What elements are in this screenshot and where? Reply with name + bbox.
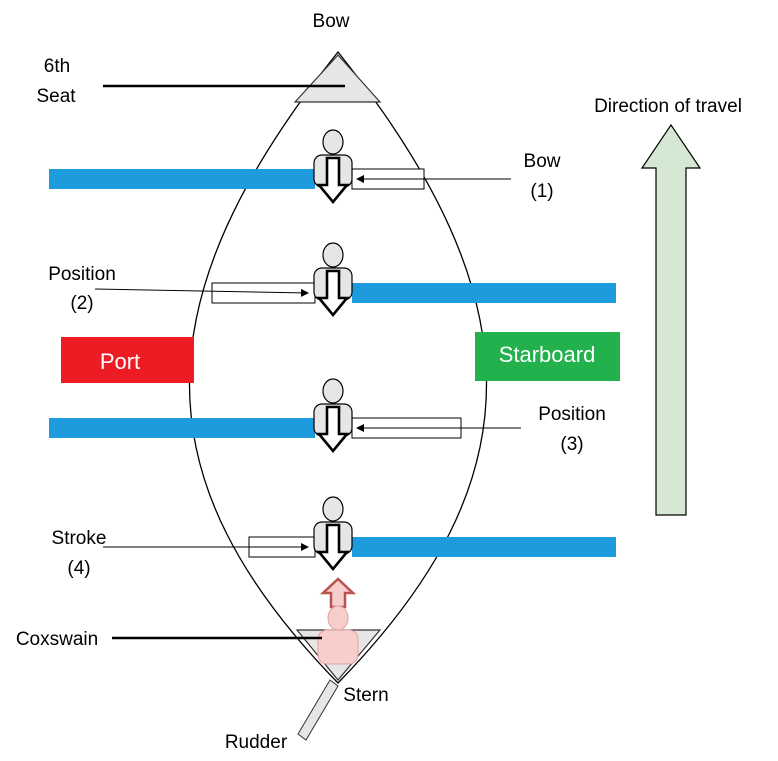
position-3-label-line1: Position bbox=[538, 404, 606, 425]
boat-hull bbox=[188, 50, 488, 684]
oar-bow bbox=[49, 169, 315, 189]
bow-1-label-line2: (1) bbox=[530, 181, 553, 202]
sixth-seat-triangle bbox=[293, 54, 382, 103]
direction-label: Direction of travel bbox=[594, 96, 742, 117]
position-2-pointer bbox=[94, 288, 309, 297]
rudder bbox=[297, 679, 339, 741]
position-2-label-line1: Position bbox=[48, 264, 116, 285]
stern-label: Stern bbox=[343, 685, 388, 706]
rower-icon bbox=[313, 129, 353, 205]
position-2-label-line2: (2) bbox=[70, 293, 93, 314]
stroke-4-label-line2: (4) bbox=[67, 558, 90, 579]
bow-top-label: Bow bbox=[313, 11, 350, 32]
rower-icon bbox=[313, 496, 353, 572]
position-3-label-line2: (3) bbox=[560, 434, 583, 455]
coxswain-icon bbox=[317, 577, 359, 665]
bow-1-label-line1: Bow bbox=[524, 151, 561, 172]
rower-icon bbox=[313, 242, 353, 318]
sixth-seat-label-line2: Seat bbox=[36, 86, 76, 107]
sixth-seat-label-line1: 6th bbox=[44, 56, 70, 77]
port-box bbox=[61, 337, 194, 383]
oar-stroke bbox=[352, 537, 616, 557]
oar-position-3 bbox=[49, 418, 315, 438]
starboard-box bbox=[475, 332, 620, 381]
rudder-label: Rudder bbox=[225, 732, 288, 753]
coxswain-label: Coxswain bbox=[16, 629, 98, 650]
rower-icon bbox=[313, 378, 353, 454]
oar-position-2 bbox=[352, 283, 616, 303]
stroke-4-label-line1: Stroke bbox=[52, 528, 107, 549]
port-label: Port bbox=[100, 349, 140, 374]
up-arrow-icon bbox=[640, 123, 702, 516]
starboard-label: Starboard bbox=[499, 342, 596, 367]
